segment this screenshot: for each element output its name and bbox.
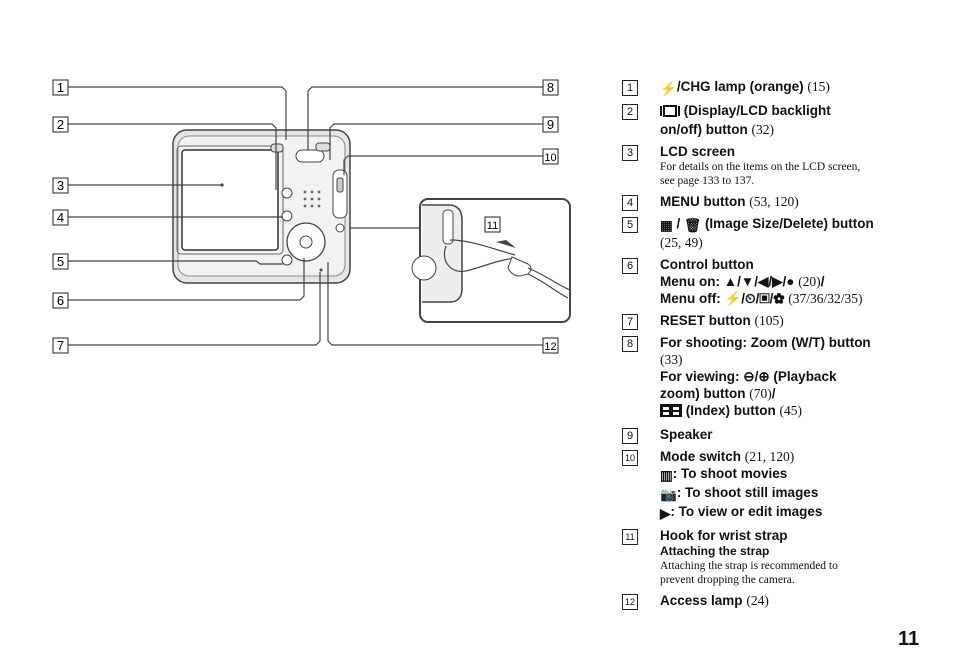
arrow-icons: ▲/▼/◀/▶/● [723,274,795,289]
legend-item-1: 1 ⚡/CHG lamp (orange) (15) [622,78,922,97]
zoom-icons: ⊖/⊕ [743,369,770,384]
movie-icon: ▥ [660,468,673,483]
callout-5: 5 [57,254,64,269]
flash-icon: ⚡ [660,81,677,96]
legend-item-12: 12 Access lamp (24) [622,592,922,610]
callout-8: 8 [547,80,554,95]
callout-12: 12 [544,341,556,353]
legend-item-4: 4 MENU button (53, 120) [622,193,922,211]
callout-7: 7 [57,338,64,353]
image-size-icon: ▦ [660,218,673,233]
callout-4: 4 [57,210,64,225]
image-size-button [281,254,293,266]
callout-10: 10 [544,152,556,164]
legend-item-11: 11 Hook for wrist strap Attaching the st… [622,527,922,587]
mode-icons: ⚡/⏲/▣/✿ [724,291,785,306]
legend-item-7: 7 RESET button (105) [622,312,922,330]
playback-icon: ▶ [660,506,671,521]
callout-labels: 1 2 3 4 5 6 7 8 9 10 11 12 [52,79,559,354]
parts-legend: 1 ⚡/CHG lamp (orange) (15) 2 (Display/LC… [622,78,922,614]
callout-3: 3 [57,178,64,193]
legend-item-9: 9 Speaker [622,426,922,444]
camera-icon: 📷 [660,487,677,502]
legend-item-8: 8 For shooting: Zoom (W/T) button(33) Fo… [622,334,922,421]
display-button [281,187,293,199]
page-number: 11 [898,628,920,650]
legend-item-3: 3 LCD screen For details on the items on… [622,143,922,188]
legend-item-10: 10 Mode switch (21, 120) ▥: To shoot mov… [622,448,922,522]
mode-switch [332,169,348,219]
menu-button [281,210,293,222]
legend-item-6: 6 Control button Menu on: ▲/▼/◀/▶/● (20)… [622,256,922,307]
index-icon [660,404,682,421]
callout-2: 2 [57,117,64,132]
callout-9: 9 [547,117,554,132]
camera-diagram: 1 2 3 4 5 6 7 8 9 10 11 12 [52,79,571,354]
display-icon [660,104,680,121]
legend-item-5: 5 ▦ / 🗑 (Image Size/Delete) button(25, 4… [622,215,922,251]
callout-1: 1 [57,80,64,95]
callout-11: 11 [487,220,498,232]
trash-icon: 🗑 [684,218,702,233]
lcd-screen [181,149,279,251]
callout-6: 6 [57,293,64,308]
